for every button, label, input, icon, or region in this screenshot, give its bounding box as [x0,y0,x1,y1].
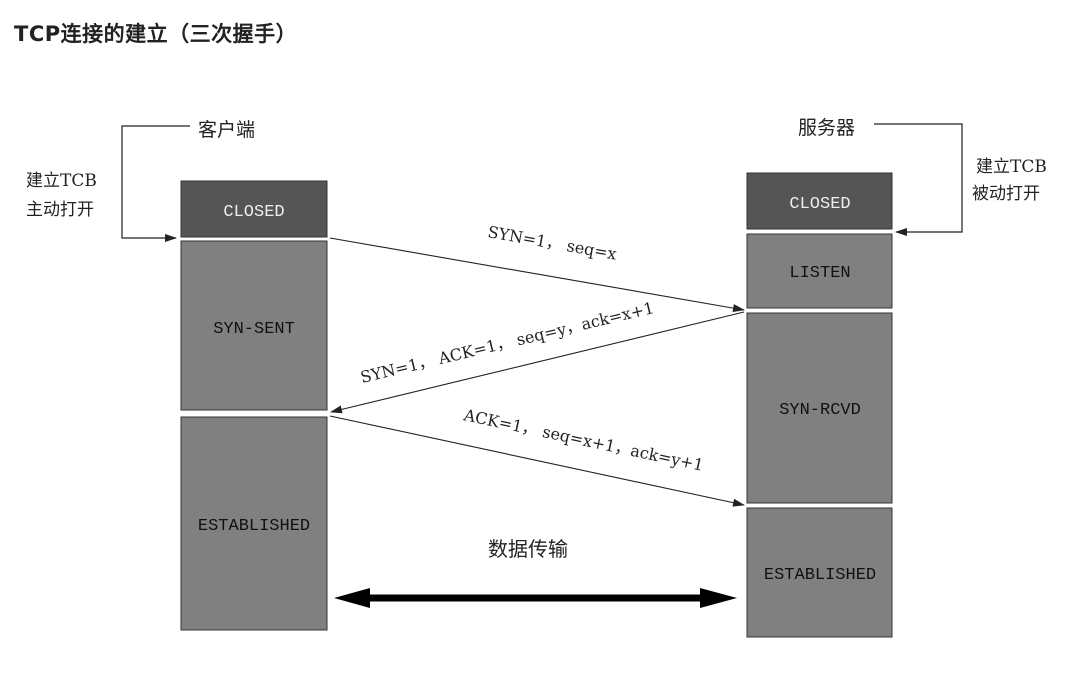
client-state-syn-sent [180,240,328,411]
ack-message-label: ACK=1， seq=x+1，ack=y+1 [461,405,705,475]
client-open-bracket [121,125,190,242]
server-note-line1: 建立TCB [976,157,1047,177]
syn-ack-arrow [330,311,745,414]
data-transfer-label: 数据传输 [488,537,568,561]
syn-message-label: SYN=1， seq=x [486,222,618,263]
server-state-listen-label: LISTEN [789,264,850,283]
client-note-line2: 主动打开 [26,200,94,220]
client-state-closed-label: CLOSED [223,203,284,222]
syn-arrow [329,237,745,313]
server-state-closed [746,172,893,230]
client-state-established-label: ESTABLISHED [198,517,310,536]
client-state-syn-sent-label: SYN-SENT [213,320,295,339]
server-state-established-label: ESTABLISHED [764,566,876,585]
client-state-closed [180,180,328,238]
client-note-line1: 建立TCB [26,171,97,191]
server-state-closed-label: CLOSED [789,195,850,214]
server-state-syn-rcvd [746,312,893,504]
data-transfer-arrow [334,588,737,608]
server-state-syn-rcvd-label: SYN-RCVD [779,401,861,420]
ack-arrow [329,415,745,507]
server-note-line2: 被动打开 [972,184,1040,204]
server-state-established [746,507,893,638]
page-title: TCP连接的建立（三次握手） [14,22,298,46]
server-label: 服务器 [798,117,855,139]
client-state-established [180,416,328,631]
client-label: 客户端 [198,119,255,141]
server-state-listen [746,233,893,309]
server-open-bracket [874,123,963,236]
syn-ack-message-label: SYN=1， ACK=1， seq=y，ack=x+1 [358,298,655,387]
